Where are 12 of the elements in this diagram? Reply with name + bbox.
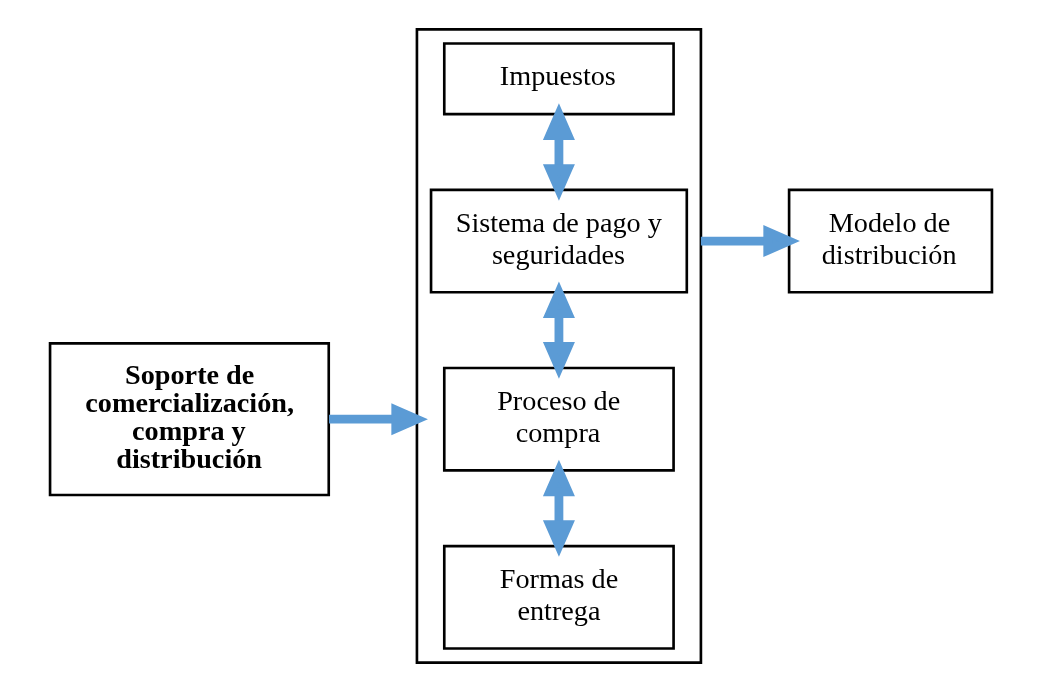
node-box: Sistema de pago y seguridades	[429, 188, 688, 294]
arrow	[700, 225, 800, 258]
node-box: Soporte de comercialización, compra y distribución	[48, 342, 330, 497]
cluster	[415, 28, 702, 664]
node-box: Impuestos	[442, 42, 675, 116]
arrow	[542, 103, 575, 201]
arrow	[328, 403, 428, 436]
node-box: Proceso de compra	[442, 366, 675, 472]
arrow	[542, 459, 575, 557]
node-box: Modelo de distribución	[787, 188, 993, 294]
node-box: Formas de entrega	[442, 544, 675, 650]
arrow	[542, 281, 575, 379]
